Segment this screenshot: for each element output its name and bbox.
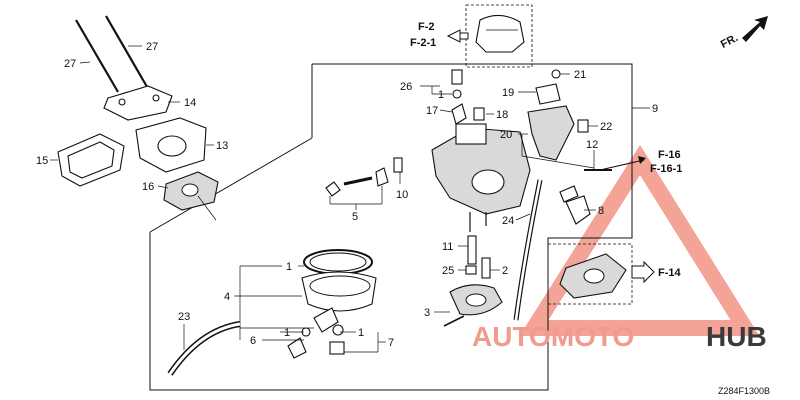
diagram-code: Z284F1300B [718,386,770,396]
callout-1-lower-left: 1 [284,327,290,339]
brand-name-part1: AUTOMOTO [472,321,634,352]
insulator-13 [135,117,214,173]
callout-1-lower-right: 1 [358,327,364,339]
arrow-right-icon [631,260,655,284]
callout-19: 19 [502,87,514,99]
watermark-logo-triangle [519,144,760,336]
ref-f16: F-16 [658,149,681,161]
callout-18: 18 [496,109,508,121]
callout-9: 9 [652,103,658,115]
callout-12: 12 [586,139,598,151]
callout-6: 6 [250,335,256,347]
callout-labels: 27 27 14 13 15 16 26 1 17 18 19 21 20 22… [36,41,658,349]
callout-15: 15 [36,155,48,167]
callout-16: 16 [142,181,154,193]
callout-27-left: 27 [64,58,76,70]
callout-3: 3 [424,307,430,319]
callout-26: 26 [400,81,412,93]
arrow-left-icon [446,29,461,43]
gasket-16 [157,171,219,221]
callout-1-top: 1 [438,89,444,101]
callout-10: 10 [396,189,408,201]
ref-f2-1: F-2-1 [410,37,436,49]
reference-codes: F-2 F-2-1 F-16 F-16-1 F-14 FR. Z284F1300… [410,21,770,396]
callout-1-chamber: 1 [286,261,292,273]
callout-4: 4 [224,291,230,303]
direction-label: FR. [719,32,740,51]
screws-top-left [420,69,494,125]
watermark-brand-text: AUTOMOTO HUB [472,321,767,352]
callout-2: 2 [502,265,508,277]
callout-8: 8 [598,205,604,217]
ref-f16-1: F-16-1 [650,163,682,175]
stud-bolt-27-pair [75,15,151,93]
gasket-ring-15 [50,133,125,187]
gasket-14 [103,85,180,121]
brand-name-part2: HUB [706,321,767,352]
float-chamber-and-gasket [287,249,377,359]
ref-f2: F-2 [418,21,435,33]
air-cleaner-elbow-ref [446,14,525,53]
front-direction-arrow-icon [742,16,768,42]
float-valve-and-tube-parts [559,150,612,225]
callout-11: 11 [442,241,453,253]
callout-23: 23 [178,311,190,323]
leader-lines-left [234,265,386,353]
callout-13: 13 [216,140,228,152]
callout-24: 24 [502,215,514,227]
callout-17: 17 [426,105,438,117]
choke-linkage-parts [518,69,598,169]
pilot-screw-parts [325,157,403,210]
callout-20: 20 [500,129,512,141]
callout-21: 21 [574,69,586,81]
float-3 [434,284,503,327]
callout-27-right: 27 [146,41,158,53]
fuel-tube-24 [513,179,543,321]
callout-22: 22 [600,121,612,133]
drain-tube-23 [167,321,241,376]
carburetor-body [431,123,531,232]
main-jet-parts [458,235,500,279]
callout-7: 7 [388,337,394,349]
ref-arrows-right [559,156,655,299]
callout-14: 14 [184,97,196,109]
ref-f14: F-14 [658,267,682,279]
callout-25: 25 [442,265,454,277]
ref-box-f14 [547,243,633,305]
callout-5: 5 [352,211,358,223]
